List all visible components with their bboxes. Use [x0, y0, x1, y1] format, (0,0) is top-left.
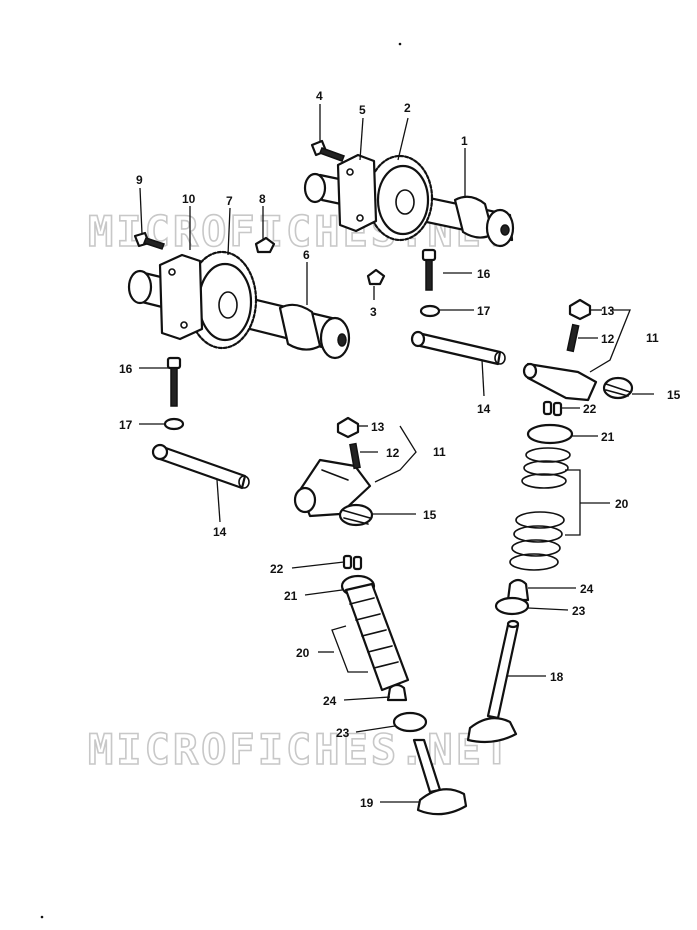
- valve-seal-24-right: [506, 578, 530, 602]
- adjust-screw-12-lower: [349, 442, 361, 470]
- label-22-right: 22: [583, 402, 597, 416]
- label-10: 10: [182, 192, 196, 206]
- label-7: 7: [226, 194, 233, 208]
- label-5: 5: [359, 103, 366, 117]
- rocker-shaft-lower: [151, 443, 250, 490]
- label-16-upper: 16: [477, 267, 491, 281]
- label-17-upper: 17: [477, 304, 491, 318]
- valve-cotters-22-right: [542, 400, 563, 417]
- watermark-bottom: MICROFICHES.NET: [88, 725, 512, 774]
- valve-19: [412, 738, 468, 816]
- rocker-shaft-upper: [410, 330, 506, 366]
- pin-8: [254, 236, 276, 254]
- label-3: 3: [370, 305, 377, 319]
- label-2: 2: [404, 101, 411, 115]
- rocker-pad-15-lower: [338, 503, 374, 527]
- label-6: 6: [303, 248, 310, 262]
- label-18: 18: [550, 670, 564, 684]
- label-11-lower: 11: [433, 445, 446, 459]
- label-21-left: 21: [284, 589, 298, 603]
- washer-17-lower: [163, 417, 185, 431]
- label-19: 19: [360, 796, 374, 810]
- part-labels: 1 2 3 4 5 6 7 8 9 10 11 11 12 12 13 13 1…: [119, 89, 681, 810]
- bolt-16-upper: [421, 248, 437, 291]
- label-24-left: 24: [323, 694, 337, 708]
- label-13-upper: 13: [601, 304, 615, 318]
- label-15-upper: 15: [667, 388, 681, 402]
- label-24-right: 24: [580, 582, 594, 596]
- adjust-screw-12-upper: [566, 323, 580, 353]
- scan-speck: [40, 915, 44, 919]
- label-8: 8: [259, 192, 266, 206]
- sprocket-flange-upper: [336, 153, 378, 233]
- nut-13-lower: [336, 416, 360, 439]
- label-9: 9: [136, 173, 143, 187]
- label-23-right: 23: [572, 604, 586, 618]
- bolt-16-lower: [166, 356, 182, 407]
- label-23-left: 23: [336, 726, 350, 740]
- cam-sprocket-upper: [366, 154, 434, 242]
- label-15-lower: 15: [423, 508, 437, 522]
- bolt-4: [310, 139, 345, 162]
- rocker-arm-lower: [293, 458, 372, 518]
- spring-seat-23-left: [392, 711, 428, 733]
- sprocket-flange-lower: [158, 253, 204, 341]
- label-4: 4: [316, 89, 323, 103]
- label-22-left: 22: [270, 562, 284, 576]
- label-11-upper: 11: [646, 331, 659, 345]
- nut-13-upper: [568, 298, 592, 321]
- pin-3: [366, 268, 386, 286]
- label-12-lower: 12: [386, 446, 400, 460]
- rocker-arm-upper: [522, 362, 598, 402]
- label-12-upper: 12: [601, 332, 615, 346]
- scan-speck: [398, 42, 402, 46]
- valve-springs-20-right: [509, 447, 571, 571]
- spring-retainer-21-right: [526, 423, 574, 445]
- valve-springs-20-left: [344, 582, 410, 692]
- label-16-lower: 16: [119, 362, 133, 376]
- label-20-left: 20: [296, 646, 310, 660]
- spring-seat-23-right: [494, 596, 530, 616]
- cam-sprocket-lower: [186, 250, 258, 350]
- washer-17-upper: [419, 304, 441, 318]
- label-13-lower: 13: [371, 420, 385, 434]
- label-1: 1: [461, 134, 468, 148]
- valve-seal-24-left: [386, 683, 408, 702]
- label-14-upper: 14: [477, 402, 491, 416]
- rocker-pad-15-upper: [602, 376, 634, 400]
- label-21-right: 21: [601, 430, 615, 444]
- valve-cotters-22-left: [342, 554, 363, 571]
- label-14-lower: 14: [213, 525, 227, 539]
- valve-18: [466, 619, 520, 744]
- leader-lines: [139, 104, 654, 803]
- label-17-lower: 17: [119, 418, 133, 432]
- label-20-right: 20: [615, 497, 629, 511]
